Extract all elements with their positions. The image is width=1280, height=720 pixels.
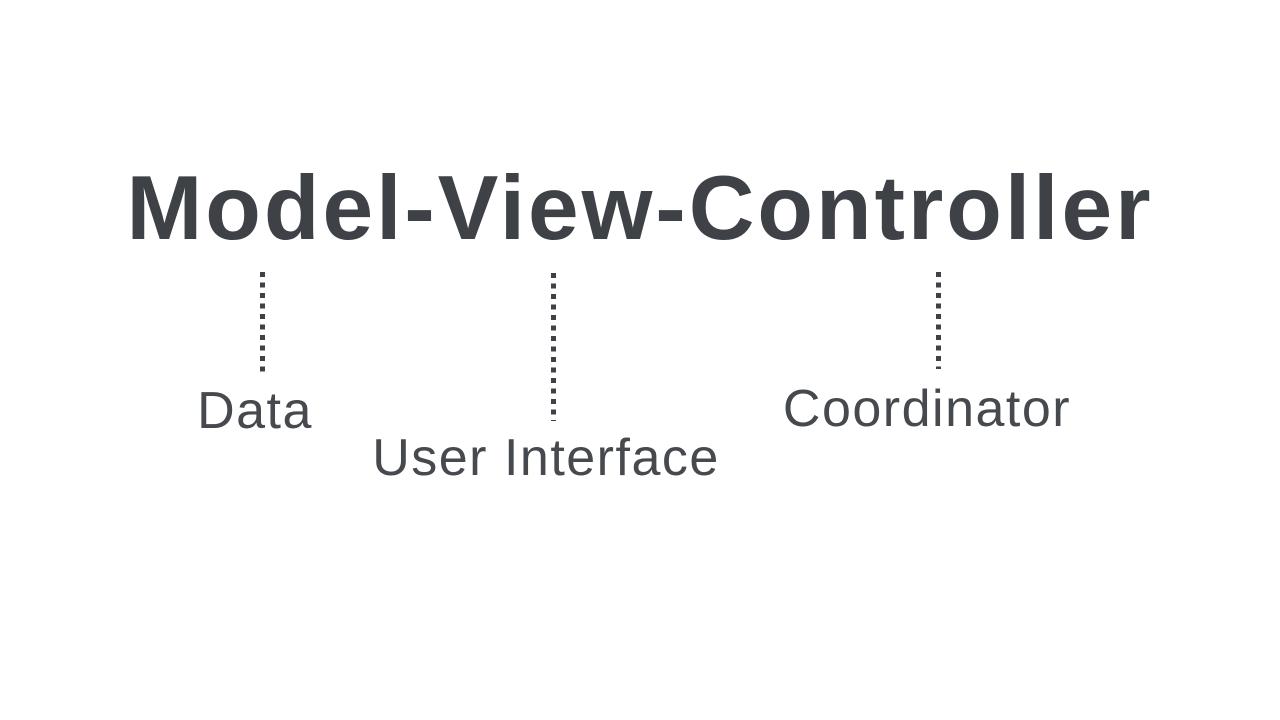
slide-title: Model-View-Controller [126, 158, 1154, 259]
dotted-connector-model [260, 272, 265, 372]
dotted-connector-controller [936, 272, 941, 369]
annotation-label-view: User Interface [372, 429, 720, 487]
annotation-label-model: Data [197, 382, 313, 440]
annotation-label-controller: Coordinator [782, 380, 1072, 438]
dotted-connector-view [551, 273, 556, 421]
